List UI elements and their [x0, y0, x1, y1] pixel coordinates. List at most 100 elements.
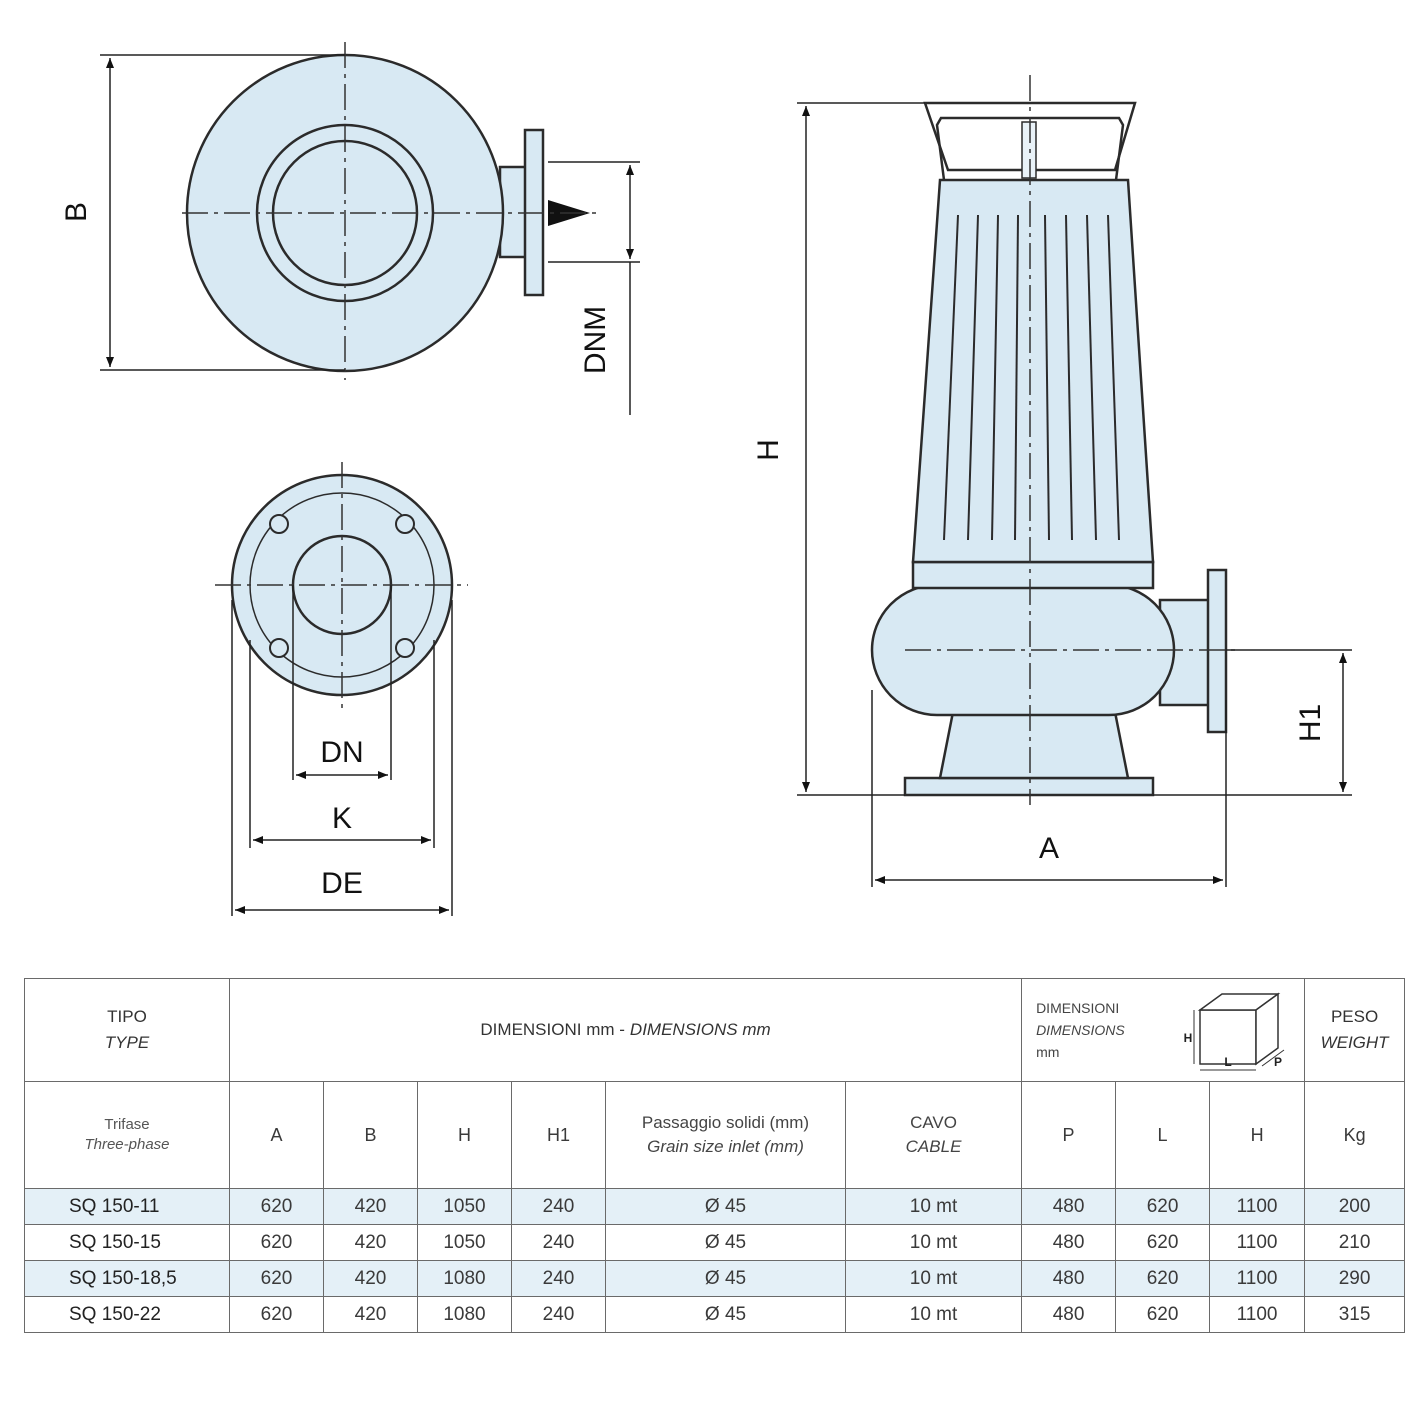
cell-a: 620 [229, 1224, 324, 1261]
header-dimensions-it: DIMENSIONI mm - [480, 1020, 625, 1039]
dim-b [100, 54, 345, 371]
pack-icon-h: H [1184, 1031, 1193, 1045]
label-h1: H1 [1294, 704, 1327, 742]
cell-solids: Ø 45 [605, 1188, 846, 1225]
pack-icon-p: P [1274, 1055, 1282, 1069]
dim-a [871, 690, 1227, 887]
col-cable: CAVO CABLE [844, 1081, 1023, 1189]
cell-model: SQ 150-18,5 [24, 1260, 230, 1297]
header-weight: PESO WEIGHT [1304, 978, 1406, 1082]
top-view-centerlines [182, 42, 598, 380]
col-b: B [323, 1081, 418, 1189]
cell-kg: 210 [1304, 1224, 1406, 1261]
cell-h1: 240 [511, 1260, 606, 1297]
label-h: H [752, 439, 785, 461]
table-row: SQ 150-15 620 420 1050 240 Ø 45 10 mt 48… [24, 1224, 1406, 1261]
cell-solids: Ø 45 [605, 1224, 846, 1261]
cell-b: 420 [323, 1224, 418, 1261]
col-phase: Trifase Three-phase [24, 1081, 230, 1189]
header-tipo: TIPO [107, 1007, 147, 1026]
bolt-hole-icon [395, 638, 415, 658]
header-packing: DIMENSIONI DIMENSIONS mm H [1021, 978, 1306, 1082]
cell-p: 480 [1021, 1188, 1117, 1225]
table-row: SQ 150-11 620 420 1050 240 Ø 45 10 mt 48… [24, 1188, 1406, 1225]
col-kg: Kg [1304, 1081, 1406, 1189]
label-b: B [60, 202, 93, 222]
bolt-hole-icon [395, 514, 415, 534]
col-three-phase: Three-phase [84, 1136, 170, 1153]
cell-b: 420 [323, 1188, 418, 1225]
cell-h: 1050 [417, 1188, 512, 1225]
cell-cable: 10 mt [844, 1188, 1023, 1225]
cell-h: 1080 [417, 1296, 512, 1333]
header-peso: PESO [1330, 1007, 1379, 1026]
cell-h: 1080 [417, 1260, 512, 1297]
label-a: A [1039, 832, 1059, 865]
pump-technical-drawing: B DNM DN K DE [60, 42, 1352, 916]
col-solids-en: Grain size inlet (mm) [647, 1137, 804, 1156]
dim-h1 [1153, 649, 1352, 796]
header-pack-en: DIMENSIONS [1036, 1022, 1125, 1038]
cell-l: 620 [1115, 1260, 1211, 1297]
cell-h: 1050 [417, 1224, 512, 1261]
cell-h1: 240 [511, 1224, 606, 1261]
header-weight-en: WEIGHT [1320, 1033, 1389, 1052]
cell-cable: 10 mt [844, 1224, 1023, 1261]
cell-b: 420 [323, 1296, 418, 1333]
dim-dnm [548, 161, 640, 415]
label-de: DE [321, 867, 363, 900]
cell-solids: Ø 45 [605, 1296, 846, 1333]
cell-model: SQ 150-11 [24, 1188, 230, 1225]
side-centerlines [905, 75, 1235, 805]
col-h: H [417, 1081, 512, 1189]
cell-l: 620 [1115, 1224, 1211, 1261]
side-view [870, 101, 1228, 797]
package-box-icon: H L P [1184, 992, 1285, 1070]
dimensions-table: TIPO TYPE DIMENSIONI mm - DIMENSIONS mm … [24, 978, 1406, 1333]
col-l: L [1115, 1081, 1211, 1189]
table-row: SQ 150-22 620 420 1080 240 Ø 45 10 mt 48… [24, 1296, 1406, 1333]
cell-p: 480 [1021, 1224, 1117, 1261]
cell-pack-h: 1100 [1209, 1224, 1306, 1261]
header-dimensions: DIMENSIONI mm - DIMENSIONS mm [228, 978, 1023, 1082]
col-pack-h: H [1209, 1081, 1306, 1189]
label-k: K [332, 802, 352, 835]
cell-pack-h: 1100 [1209, 1260, 1306, 1297]
cell-p: 480 [1021, 1296, 1117, 1333]
cell-h1: 240 [511, 1296, 606, 1333]
dim-de [231, 600, 453, 916]
cell-kg: 290 [1304, 1260, 1406, 1297]
col-p: P [1021, 1081, 1117, 1189]
cell-h1: 240 [511, 1188, 606, 1225]
header-pack-it: DIMENSIONI [1036, 1000, 1120, 1016]
cell-a: 620 [229, 1296, 324, 1333]
dim-h [797, 102, 925, 796]
header-type-en: TYPE [104, 1033, 150, 1052]
cell-kg: 200 [1304, 1188, 1406, 1225]
bolt-hole-icon [269, 638, 289, 658]
cell-a: 620 [229, 1188, 324, 1225]
col-cable-en: CABLE [905, 1137, 962, 1156]
label-dnm: DNM [579, 306, 612, 374]
col-cavo: CAVO [910, 1113, 957, 1132]
label-dn: DN [320, 736, 363, 769]
cell-cable: 10 mt [844, 1260, 1023, 1297]
header-pack-unit: mm [1036, 1044, 1060, 1060]
cell-p: 480 [1021, 1260, 1117, 1297]
cell-model: SQ 150-15 [24, 1224, 230, 1261]
col-trifase: Trifase [104, 1116, 150, 1133]
cell-pack-h: 1100 [1209, 1188, 1306, 1225]
cell-a: 620 [229, 1260, 324, 1297]
dim-k [249, 640, 435, 848]
cell-kg: 315 [1304, 1296, 1406, 1333]
flange-centerlines [215, 462, 468, 710]
cell-cable: 10 mt [844, 1296, 1023, 1333]
header-dimensions-en: DIMENSIONS mm [629, 1020, 771, 1039]
cell-l: 620 [1115, 1188, 1211, 1225]
col-a: A [229, 1081, 324, 1189]
dim-dn [292, 585, 392, 780]
cell-model: SQ 150-22 [24, 1296, 230, 1333]
bolt-hole-icon [269, 514, 289, 534]
cell-solids: Ø 45 [605, 1260, 846, 1297]
motor-fins [943, 214, 1120, 541]
